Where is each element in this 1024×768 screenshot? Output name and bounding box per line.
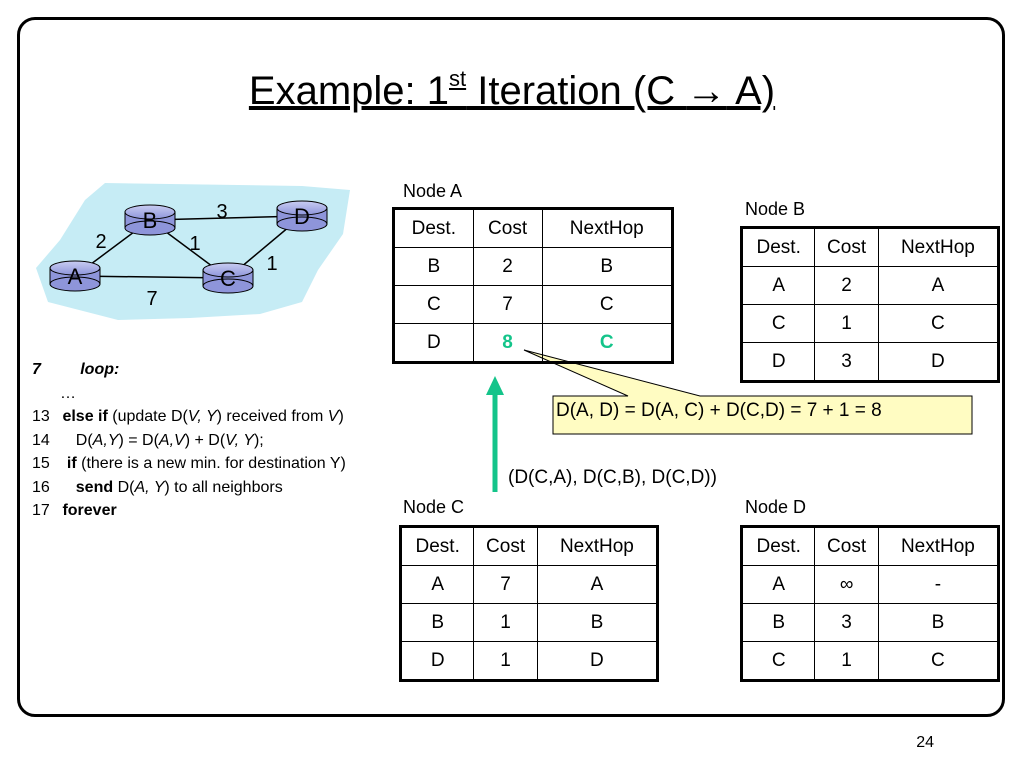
node-label-c: C [220, 266, 236, 291]
router-a [49, 260, 101, 292]
distance-vector-text: (D(C,A), D(C,B), D(C,D)) [508, 467, 717, 488]
slide-title: Example: 1st Iteration (C → A) [248, 66, 776, 113]
node-b-label: Node B [745, 199, 806, 219]
code-line-13: 13 else if (update D(V, Y) received from… [32, 408, 344, 425]
pseudocode: 7 loop: … 13 else if (update D(V, Y) rec… [32, 358, 346, 523]
right-arrow-icon: → [686, 69, 727, 113]
cost-b-c: 1 [189, 233, 200, 255]
cost-c-d: 1 [266, 253, 277, 275]
slide-frame [17, 17, 1005, 717]
node-c-label: Node C [403, 497, 465, 517]
cost-a-c: 7 [146, 288, 157, 310]
code-line-7: 7 loop: [32, 361, 120, 378]
node-a-label: Node A [403, 181, 463, 201]
code-line-16: 16 send D(A, Y) to all neighbors [32, 478, 283, 496]
update-arrow-head [486, 376, 504, 395]
router-d [276, 200, 328, 232]
code-line-15: 15 if (there is a new min. for destinati… [32, 455, 346, 472]
updated-cost: 8 [472, 323, 543, 363]
table-row: A∞- [740, 565, 1000, 604]
code-line-ellipsis: … [60, 384, 76, 402]
page-number: 24 [916, 734, 934, 751]
callout-bubble [523, 349, 973, 435]
node-label-a: A [68, 264, 83, 289]
callout-text: D(A, D) = D(A, C) + D(C,D) = 7 + 1 = 8 [556, 400, 882, 421]
cost-b-d: 3 [216, 201, 227, 223]
updated-nexthop: C [541, 323, 674, 363]
node-label-b: B [143, 208, 158, 233]
code-line-17: 17 forever [32, 502, 117, 519]
code-line-14: 14 D(A,Y) = D(A,V) + D(V, Y); [32, 431, 264, 449]
node-label-d: D [294, 204, 310, 229]
router-c [202, 262, 254, 294]
router-b [124, 204, 176, 236]
cost-a-b: 2 [95, 231, 106, 253]
node-d-label: Node D [745, 497, 807, 517]
